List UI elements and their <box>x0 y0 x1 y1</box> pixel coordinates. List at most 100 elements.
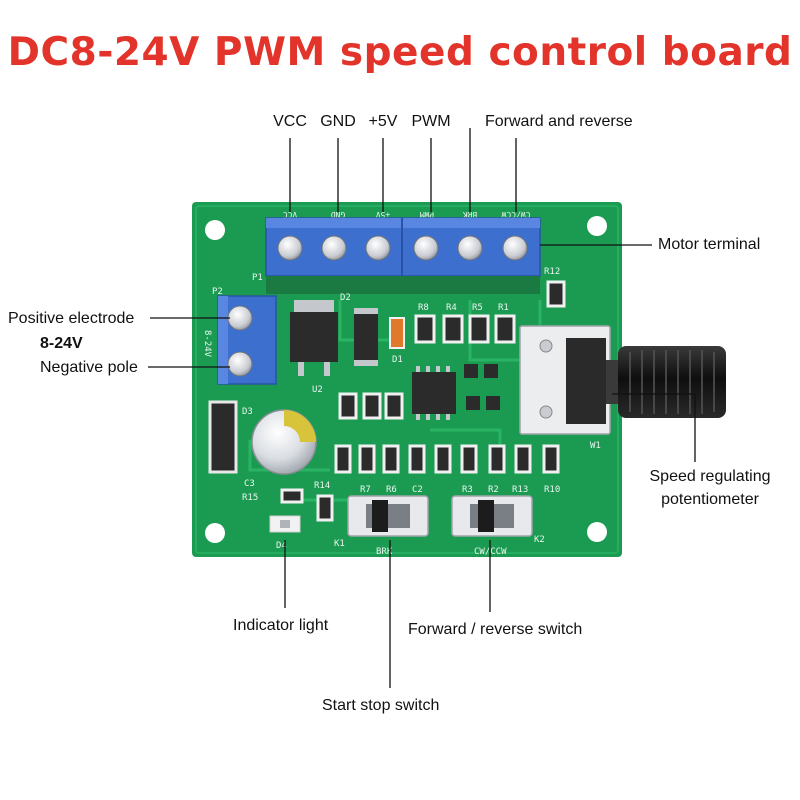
resistor-mid-a <box>362 392 382 420</box>
capacitor-c3 <box>251 409 317 475</box>
screw-cwccw <box>502 235 528 261</box>
resistor-r12 <box>546 280 566 308</box>
label-pwm: PWM <box>411 113 451 130</box>
screw-brk <box>457 235 483 261</box>
transistor-q4 <box>486 396 500 410</box>
label-voltage: 8-24V <box>40 335 83 352</box>
ic-main <box>412 372 456 414</box>
screw-positive <box>227 305 253 331</box>
resistor-mid-b <box>384 392 404 420</box>
regulator-tab <box>294 300 334 316</box>
resistor-b1 <box>334 444 352 474</box>
silk-r8: R8 <box>418 303 429 313</box>
silk-d1: D1 <box>392 355 403 365</box>
resistor-b2 <box>358 444 376 474</box>
label-positive-electrode: Positive electrode <box>8 310 135 327</box>
transistor-q3 <box>466 396 480 410</box>
transistor-q1 <box>464 364 478 378</box>
resistor-b6 <box>460 444 478 474</box>
silk-k1: K1 <box>334 539 345 549</box>
screw-pwm <box>413 235 439 261</box>
silk-p2-voltage: 8-24V <box>202 330 212 358</box>
silk-r14: R14 <box>314 481 330 491</box>
switch-k1-knob <box>372 500 388 532</box>
label-speed-line1: Speed regulating <box>649 468 771 485</box>
silk-d2: D2 <box>340 293 351 303</box>
silk-r6: R6 <box>386 485 397 495</box>
silk-d4: D4 <box>276 541 287 551</box>
terminal-block-left <box>217 295 277 385</box>
switch-k2-knob <box>478 500 494 532</box>
mount-hole-tr <box>587 216 607 236</box>
resistor-b3 <box>382 444 400 474</box>
silk-r4: R4 <box>446 303 457 313</box>
diode-d2 <box>354 308 378 366</box>
label-plus5v: +5V <box>368 113 398 130</box>
silk-header-brk: BRK <box>463 210 478 219</box>
silk-brk: BRK <box>376 547 393 557</box>
label-forward-reverse: Forward and reverse <box>485 113 633 130</box>
silk-r7: R7 <box>360 485 371 495</box>
potentiometer-body <box>519 325 611 435</box>
silk-r5: R5 <box>472 303 483 313</box>
switch-k2 <box>451 495 533 537</box>
screw-5v <box>365 235 391 261</box>
pcb <box>192 202 622 557</box>
label-motor-terminal: Motor terminal <box>658 236 761 253</box>
resistor-r15 <box>280 488 304 504</box>
silk-p2: P2 <box>212 287 223 297</box>
silk-c2: C2 <box>412 485 423 495</box>
silk-header-vcc: VCC <box>283 210 298 219</box>
silk-r13: R13 <box>512 485 528 495</box>
capacitor-c5 <box>338 392 358 420</box>
label-start-stop: Start stop switch <box>322 697 440 714</box>
silk-r10: R10 <box>544 485 560 495</box>
diode-d3 <box>208 400 238 474</box>
led-d4 <box>269 515 301 533</box>
resistor-r4 <box>442 314 464 344</box>
silk-r3: R3 <box>462 485 473 495</box>
silk-header-gnd: GND <box>331 210 346 219</box>
switch-k1 <box>347 495 429 537</box>
silk-header-cwccw: CW/CCW <box>501 210 530 219</box>
label-indicator-light: Indicator light <box>233 617 329 634</box>
screw-negative <box>227 351 253 377</box>
resistor-b5 <box>434 444 452 474</box>
label-vcc: VCC <box>273 113 307 130</box>
label-negative-pole: Negative pole <box>40 359 138 376</box>
resistor-b7 <box>488 444 506 474</box>
label-fr-switch: Forward / reverse switch <box>408 621 583 638</box>
resistor-b9 <box>542 444 560 474</box>
silk-cwccw: CW/CCW <box>474 547 507 557</box>
potentiometer-knob <box>618 346 726 418</box>
silk-d3: D3 <box>242 407 253 417</box>
resistor-b4 <box>408 444 426 474</box>
resistor-r14 <box>316 494 334 522</box>
resistor-b8 <box>514 444 532 474</box>
label-gnd: GND <box>320 113 356 130</box>
regulator-u2 <box>290 312 338 362</box>
mount-hole-tl <box>205 220 225 240</box>
silk-k2: K2 <box>534 535 545 545</box>
silk-r15: R15 <box>242 493 258 503</box>
screw-vcc <box>277 235 303 261</box>
silk-header-5v: +5V <box>376 210 391 219</box>
mount-hole-br <box>587 522 607 542</box>
silk-r2: R2 <box>488 485 499 495</box>
silk-u2: U2 <box>312 385 323 395</box>
label-speed-line2: potentiometer <box>661 491 759 508</box>
silk-r1: R1 <box>498 303 509 313</box>
screw-gnd <box>321 235 347 261</box>
resistor-r8 <box>414 314 436 344</box>
silk-r12: R12 <box>544 267 560 277</box>
terminal-block-top <box>265 217 541 277</box>
resistor-r5 <box>468 314 490 344</box>
silk-c3: C3 <box>244 479 255 489</box>
diode-d1 <box>389 317 405 349</box>
potentiometer-shaft-base <box>566 338 606 424</box>
transistor-q2 <box>484 364 498 378</box>
silk-p1: P1 <box>252 273 263 283</box>
page-title: DC8-24V PWM speed control board <box>7 30 793 75</box>
